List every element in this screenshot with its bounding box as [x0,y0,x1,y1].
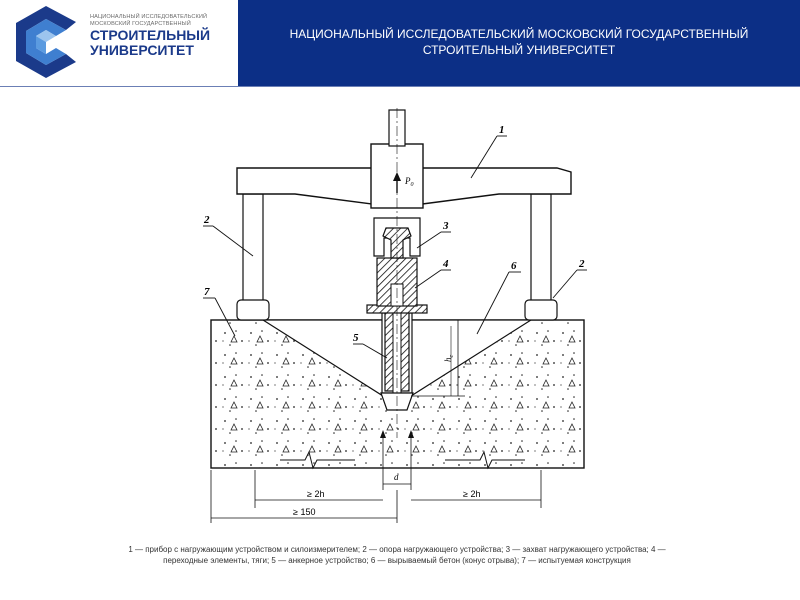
label-7: 7 [204,286,210,298]
reaction-arrow-left [380,430,386,438]
reaction-arrow-right [408,430,414,438]
leader-1 [470,135,498,179]
leader-2-right [552,269,578,299]
support-left-leg [242,193,264,305]
leader-3 [416,231,442,249]
leader-7 [214,297,236,337]
leader-2-left [212,225,254,257]
page-title: НАЦИОНАЛЬНЫЙ ИССЛЕДОВАТЕЛЬСКИЙ МОСКОВСКИ… [289,27,749,57]
header: НАЦИОНАЛЬНЫЙ ИССЛЕДОВАТЕЛЬСКИЙ МОСКОВСКИ… [0,0,800,87]
support-right-leg [530,193,552,305]
force-arrowhead [393,172,401,181]
figure-caption: 1 — прибор с нагружающим устройством и с… [128,545,666,565]
break-line-left [280,450,355,470]
dim-d-label: d [394,472,399,482]
dim-right-label: ≥ 2h [463,489,480,499]
label-4: 4 [442,258,449,270]
break-line-right [445,450,525,470]
label-2-left: 2 [203,214,210,226]
logo-subtitle: НАЦИОНАЛЬНЫЙ ИССЛЕДОВАТЕЛЬСКИЙ МОСКОВСКИ… [90,14,208,27]
label-1: 1 [499,124,505,136]
leader-6 [476,271,510,335]
load-cell-body [370,143,424,209]
support-right-foot [524,299,558,321]
leader-4 [414,269,442,289]
dim-bottom-label: ≥ 150 [293,507,315,517]
university-logo-icon [16,6,76,78]
pullout-test-diagram: P0 hc d ≥ 2h ≥ 2h ≥ 150 1 2 2 3 4 5 6 7 [203,108,587,523]
dim-left-label: ≥ 2h [307,489,324,499]
header-divider [0,86,800,87]
label-3: 3 [442,220,449,232]
force-label: P0 [404,176,414,188]
label-5: 5 [353,332,359,344]
logo: НАЦИОНАЛЬНЫЙ ИССЛЕДОВАТЕЛЬСКИЙ МОСКОВСКИ… [0,0,238,86]
logo-title: СТРОИТЕЛЬНЫЙ УНИВЕРСИТЕТ [90,27,211,58]
label-6: 6 [511,260,517,272]
support-left-foot [236,299,270,321]
leader-5 [362,343,388,359]
h-label: hc [443,355,455,363]
label-2-right: 2 [578,258,585,270]
title-bar: НАЦИОНАЛЬНЫЙ ИССЛЕДОВАТЕЛЬСКИЙ МОСКОВСКИ… [238,0,800,86]
